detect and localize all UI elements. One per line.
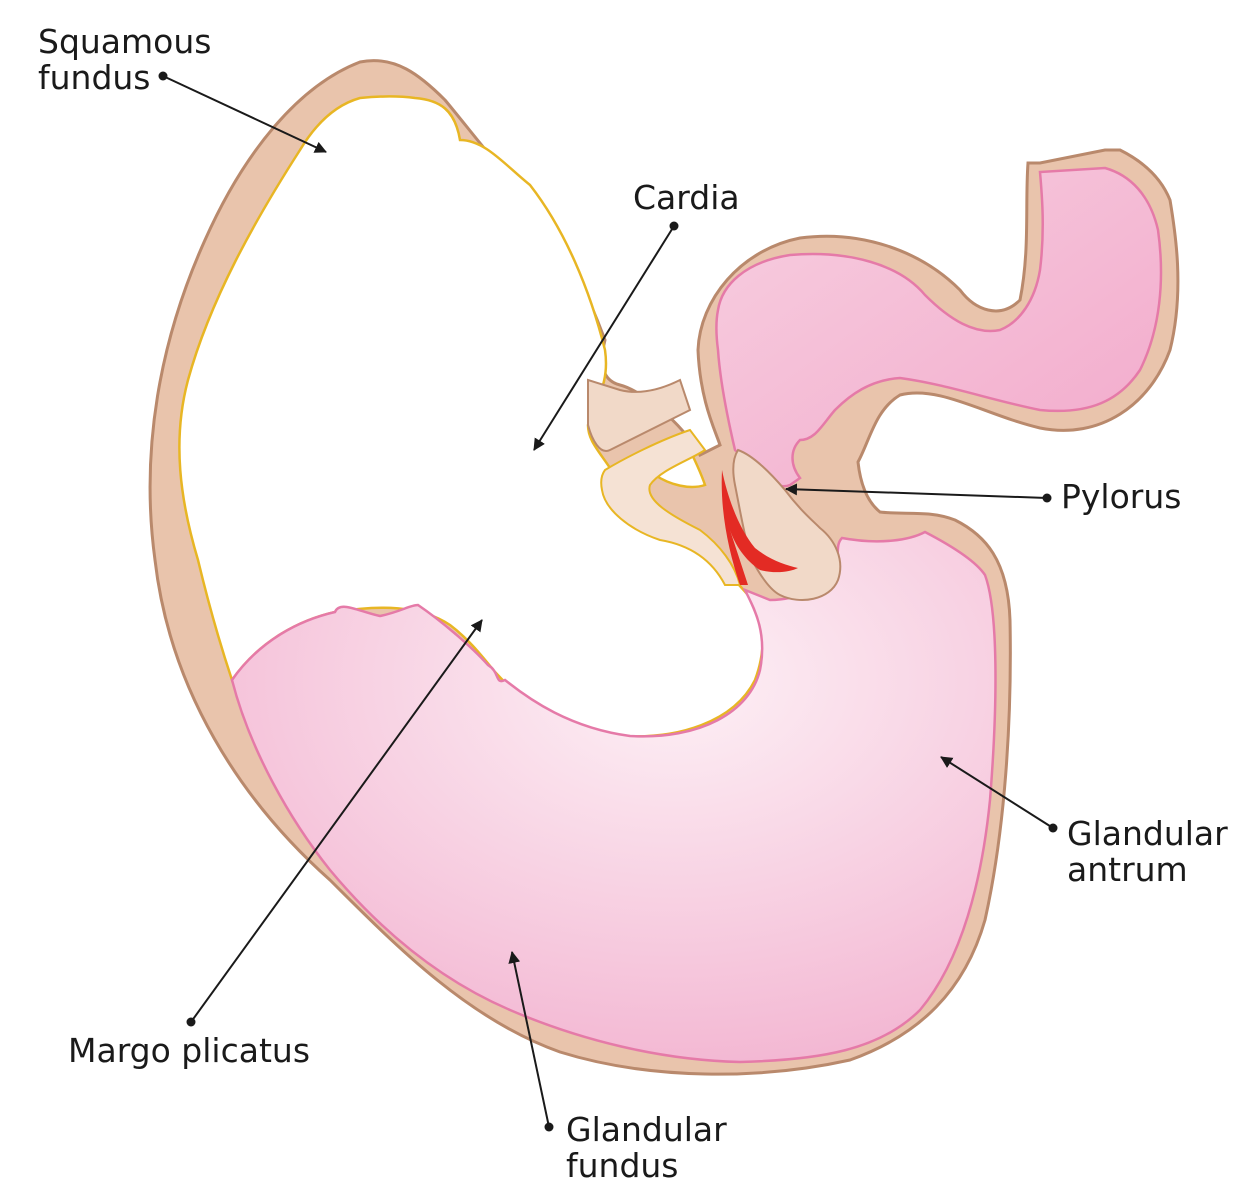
label-pylorus: Pylorus [1061, 479, 1181, 515]
label-cardia: Cardia [633, 180, 740, 216]
label-margo-plicatus: Margo plicatus [68, 1033, 310, 1069]
pyloric-canal [717, 168, 1161, 486]
label-glandular-antrum: Glandular antrum [1067, 816, 1228, 888]
label-glandular-fundus: Glandular fundus [566, 1112, 727, 1184]
label-squamous-fundus: Squamous fundus [38, 24, 211, 96]
